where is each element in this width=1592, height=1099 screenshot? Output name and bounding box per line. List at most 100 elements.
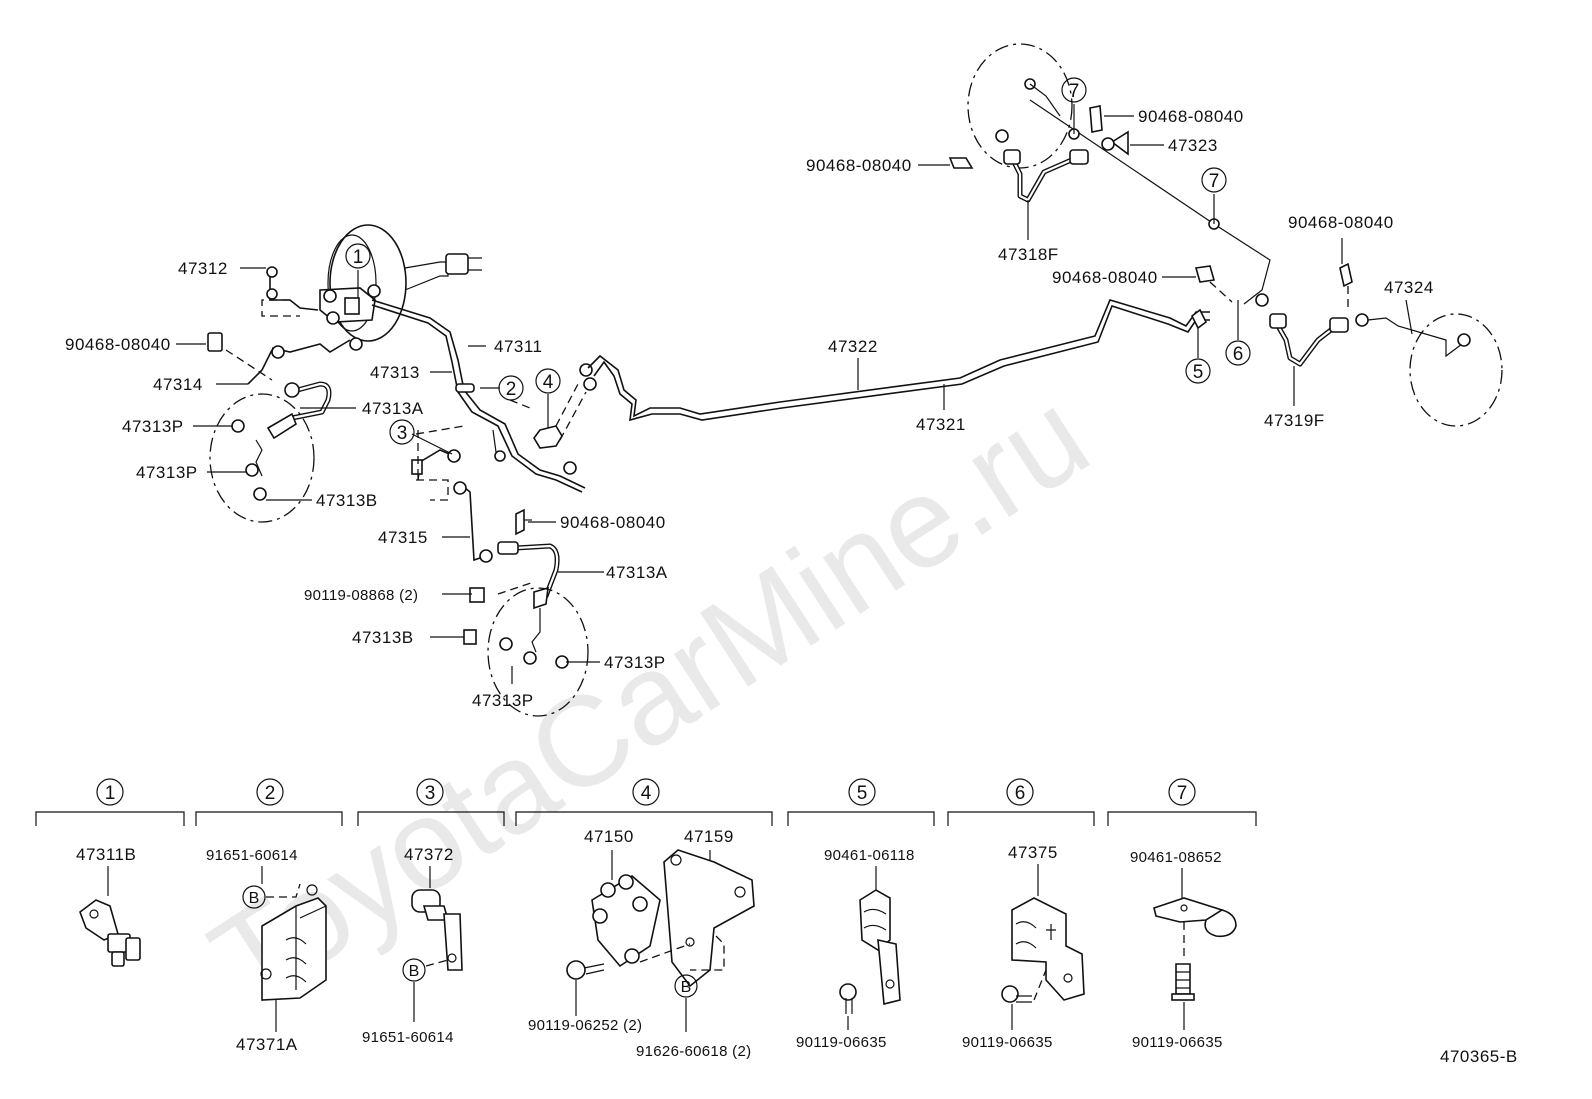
label-90468-tr2: 90468-08040 [806,156,912,175]
clamp-5-6 [1190,300,1239,330]
label-47319F: 47319F [1264,411,1325,430]
detail-panel-7: 7 90461-08652 90119-06635 [1107,778,1257,1051]
detail-5-part-0: 90461-06118 [824,847,915,864]
detail-2-part-2: 47371A [236,1035,298,1054]
detail-3-part-1: B [409,963,420,980]
detail-panel-5: 5 90461-06118 90119-06635 [787,778,935,1051]
label-47311: 47311 [494,337,543,356]
detail-panel-4: 4 47150 47159 90119-06252 (2) B [515,778,773,1060]
clamp-3-assembly [411,425,487,562]
bolt-90119-06635-5 [839,983,857,1014]
bolt-90119-06252 [566,960,605,980]
detail-panel-6: 6 47375 90119-06635 [947,778,1095,1051]
hose-47313A-front-right [479,541,560,610]
label-47313B-b: 47313B [352,628,414,647]
three-way-junction [509,363,597,475]
main-labels: 47312 90468-08040 47314 47313P 47313A 47… [65,107,1434,710]
rear-left-parts [995,78,1061,143]
label-47313P-a: 47313P [122,417,184,436]
bolt-90119-06635-7 [1171,963,1195,1001]
detail-4-part-2: 90119-06252 (2) [528,1017,642,1034]
diagram-code: 470365-B [1440,1047,1518,1066]
callout-4: 4 [543,372,554,393]
label-90468-mid: 90468-08040 [560,513,666,532]
rear-right-wheel-circle [1409,313,1503,427]
clamp-47372 [411,889,463,971]
lines-47311-47313 [371,299,586,493]
label-47312: 47312 [178,259,228,278]
label-47313A-b: 47313A [606,563,668,582]
detail-2-number: 2 [265,783,276,804]
line-47314 [207,332,351,385]
detail-2-part-1: B [249,890,260,907]
part-47323 [1101,130,1129,156]
label-90468-tr3: 90468-08040 [1052,268,1158,287]
hose-47313A-front-left [266,381,332,440]
label-47318F: 47318F [998,245,1059,264]
clamp-47371A [260,884,327,1001]
bracket-47312 [261,266,319,317]
front-left-caliper-circle [209,393,315,523]
label-47322: 47322 [828,337,878,356]
detail-2-part-0: 91651-60614 [206,847,298,864]
rear-left-wheel-circle [967,43,1073,169]
label-47314: 47314 [153,375,203,394]
clamp-90461-06118 [859,889,901,1006]
main-callouts: 1 2 3 4 5 6 7 7 [345,77,1251,445]
rear-line-47322 [587,299,1210,422]
front-right-caliper-parts [463,587,569,669]
detail-7-part-1: 90119-06635 [1132,1034,1223,1051]
detail-4-part-3: B [681,979,692,996]
detail-7-part-0: 90461-08652 [1130,849,1222,866]
label-47315: 47315 [378,528,428,547]
clip-90468-tr3 [1194,265,1233,303]
front-left-caliper-parts [231,419,267,501]
clip-90468-tr2 [948,157,974,169]
callout-6: 6 [1233,344,1244,365]
label-47324: 47324 [1384,278,1434,297]
bolt-90119-06635-6 [1001,985,1032,1003]
label-47321: 47321 [916,415,966,434]
detail-panel-2: 2 91651-60614 B 47371A [195,778,343,1054]
callout-1: 1 [353,247,364,268]
detail-3-part-0: 47372 [404,845,454,864]
proportioning-tee-47311B [79,899,141,967]
detail-4-part-1: 47159 [684,827,734,846]
detail-6-number: 6 [1015,783,1026,804]
label-47313B-a: 47313B [316,491,378,510]
brake-booster [327,224,482,342]
leader-lines [176,104,1413,684]
hose-47319F [1255,293,1369,367]
label-90468-tr1: 90468-08040 [1138,107,1244,126]
clip-90468-tr4 [1339,262,1353,312]
callout-5: 5 [1193,362,1204,383]
callout-2: 2 [506,379,517,400]
label-90119-08868: 90119-08868 (2) [304,587,418,604]
callout-7a: 7 [1069,81,1080,102]
detail-3-number: 3 [425,783,436,804]
detail-4-part-0: 47150 [584,827,634,846]
label-47323: 47323 [1168,136,1218,155]
callout-7b: 7 [1209,171,1220,192]
detail-7-number: 7 [1177,783,1188,804]
bracket-47159 [663,849,755,988]
front-right-caliper-circle [487,587,589,717]
label-47313A-a: 47313A [362,399,424,418]
detail-6-part-0: 47375 [1008,843,1058,862]
detail-4-part-4: 91626-60618 (2) [636,1043,751,1060]
detail-4-number: 4 [641,783,652,804]
clip-90468-mid [515,508,532,536]
hose-47318F [1003,149,1089,203]
clip-90468-tr1 [1089,105,1103,133]
label-47313: 47313 [370,363,420,382]
label-90468-tr4: 90468-08040 [1288,213,1394,232]
detail-1-part-0: 47311B [76,845,136,864]
detail-1-number: 1 [105,783,116,804]
brake-junction-47150 [591,874,661,968]
clamp-90461-08652 [1153,897,1237,938]
detail-6-part-1: 90119-06635 [962,1034,1053,1051]
detail-5-number: 5 [857,783,868,804]
label-47313P-b: 47313P [136,463,198,482]
label-47313P-d: 47313P [472,691,534,710]
